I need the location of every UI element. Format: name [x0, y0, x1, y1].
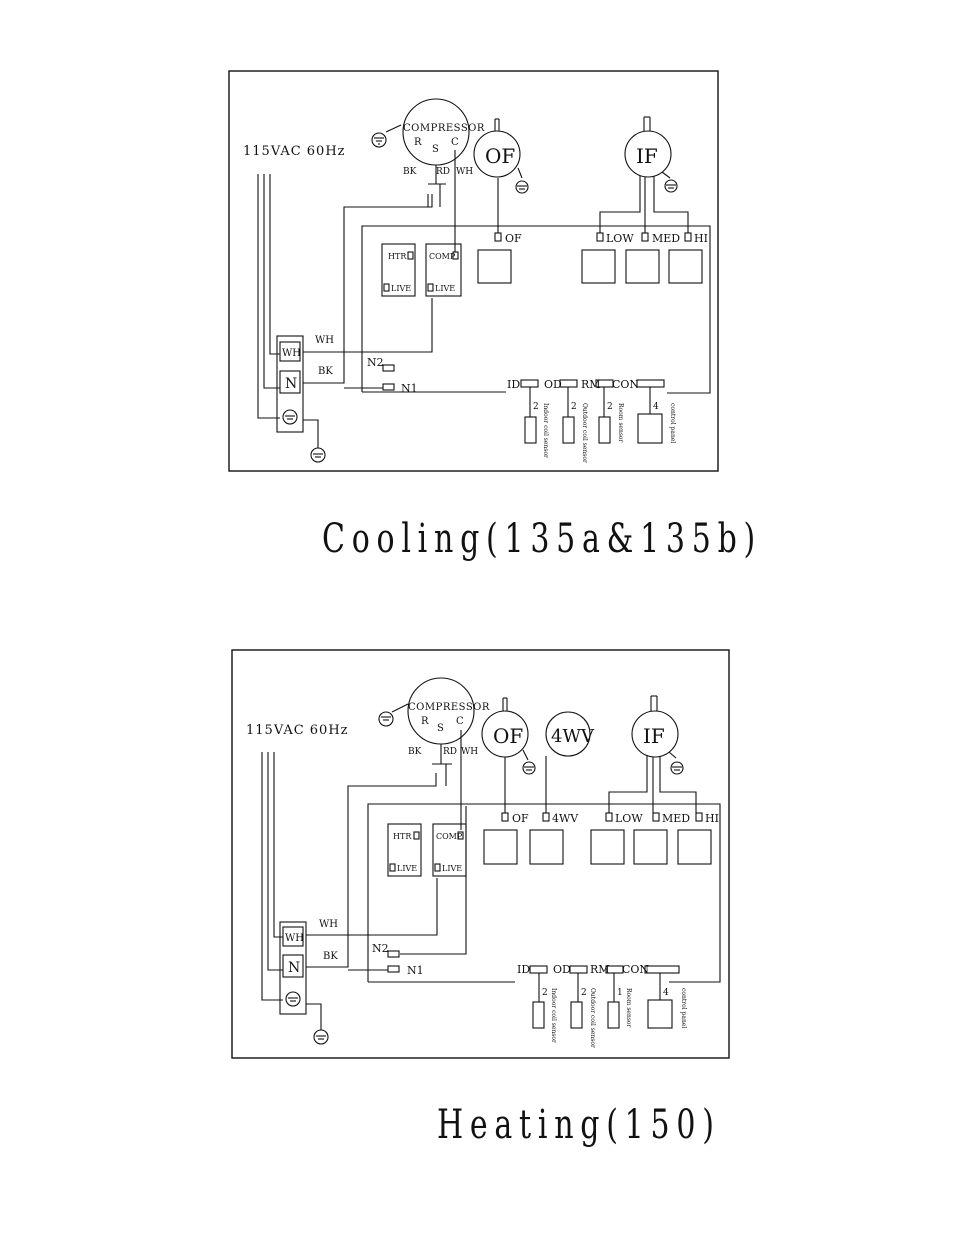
cooling-sensor-outdoor: Outdoor coil sensor: [581, 403, 588, 463]
heating-valve-label: 4WV: [551, 726, 595, 747]
cooling-terminal-block: [276, 335, 304, 433]
heating-sensor-room: Room sensor: [625, 988, 632, 1028]
heating-id-label: ID: [517, 963, 530, 976]
cooling-pin-2a: 2: [533, 402, 539, 412]
heating-pin-2a: 2: [542, 988, 548, 998]
cooling-of-terminal: OF: [505, 232, 522, 245]
cooling-wire-rd: RD: [436, 167, 450, 177]
cooling-supply-label: 115VAC 60Hz: [243, 144, 346, 159]
heating-wv-terminal: 4WV: [552, 812, 579, 825]
cooling-sensor-indoor: Indoor coil sensor: [542, 403, 549, 458]
heating-bk-label: BK: [323, 951, 338, 962]
cooling-terminal-r: R: [414, 137, 422, 148]
cooling-low-label: LOW: [606, 232, 634, 245]
heating-n1-label: N1: [407, 964, 424, 977]
heating-diagram: 115VAC 60Hz COMPRESSOR R S C BK RD WH OF…: [231, 649, 730, 1059]
heating-od-label: OD: [553, 963, 571, 976]
heating-htr-label: HTR: [393, 832, 412, 841]
ground-icon: [313, 1029, 329, 1045]
heating-control-panel: control panel: [680, 988, 687, 1028]
cooling-od-label: OD: [544, 378, 562, 391]
cooling-outdoor-fan-circle: [473, 130, 521, 178]
heating-live2-label: LIVE: [442, 864, 462, 873]
cooling-id-label: ID: [507, 378, 520, 391]
heating-caption: Heating(150): [437, 1102, 721, 1148]
cooling-con-label: CON: [612, 378, 639, 391]
cooling-wire-bk: BK: [403, 167, 417, 177]
cooling-diagram: 115VAC 60Hz COMPRESSOR R S C BK RD WH OF…: [228, 70, 719, 472]
cooling-compressor-label: COMPRESSOR: [403, 123, 485, 134]
heating-live1-label: LIVE: [397, 864, 417, 873]
ground-icon: [515, 167, 529, 194]
cooling-comp-label: COMP: [429, 252, 456, 261]
cooling-pin-2c: 2: [607, 402, 613, 412]
heating-sensor-indoor: Indoor coil sensor: [550, 988, 557, 1043]
ground-icon: [522, 749, 536, 775]
heating-med-label: MED: [662, 812, 690, 825]
heating-pin-4: 4: [663, 988, 669, 998]
cooling-live1-label: LIVE: [391, 284, 411, 293]
cooling-htr-label: HTR: [388, 252, 407, 261]
cooling-live2-label: LIVE: [435, 284, 455, 293]
cooling-n2-label: N2: [367, 356, 384, 369]
ground-icon: [310, 447, 326, 463]
cooling-indoor-fan-circle: [624, 130, 672, 178]
heating-comp-label: COMP: [436, 832, 463, 841]
heating-con-label: CON: [622, 963, 649, 976]
heating-outdoor-fan-label: OF: [493, 724, 523, 748]
cooling-bk-label: BK: [318, 366, 333, 377]
cooling-terminal-c: C: [451, 137, 459, 148]
cooling-wire-wh: WH: [456, 167, 473, 177]
heating-valve-circle: [545, 711, 591, 757]
cooling-n1-label: N1: [401, 382, 418, 395]
heating-wire-bk: BK: [408, 747, 422, 757]
heating-pin-2b: 2: [581, 988, 587, 998]
heating-tb-n: N: [288, 960, 300, 976]
ground-icon: [378, 703, 409, 727]
cooling-pin-2b: 2: [571, 402, 577, 412]
heating-of-terminal: OF: [512, 812, 529, 825]
heating-indoor-fan-label: IF: [643, 724, 665, 748]
heating-sensor-outdoor: Outdoor coil sensor: [589, 988, 596, 1048]
cooling-pin-4: 4: [653, 402, 659, 412]
cooling-control-panel: control panel: [669, 403, 676, 443]
heating-hi-label: HI: [705, 812, 719, 825]
heating-wire-wh: WH: [461, 747, 478, 757]
heating-wh-label: WH: [319, 919, 338, 930]
cooling-indoor-fan-label: IF: [636, 144, 658, 168]
cooling-tb-n: N: [285, 376, 297, 392]
cooling-wh-label: WH: [315, 335, 334, 346]
cooling-caption: Cooling(135a&135b): [322, 516, 763, 562]
heating-n2-label: N2: [372, 942, 389, 955]
cooling-hi-label: HI: [694, 232, 708, 245]
heating-compressor-label: COMPRESSOR: [408, 702, 490, 713]
heating-terminal-s: S: [437, 723, 444, 734]
heating-wire-rd: RD: [443, 747, 457, 757]
cooling-terminal-s: S: [432, 144, 439, 155]
heating-terminal-c: C: [456, 716, 464, 727]
heating-indoor-fan-circle: [631, 710, 679, 758]
heating-frame: [231, 649, 730, 1059]
heating-tb-wh: WH: [285, 933, 304, 944]
cooling-outdoor-fan-label: OF: [485, 144, 515, 168]
ground-icon: [285, 991, 301, 1007]
heating-pin-1: 1: [617, 988, 623, 998]
ground-icon: [371, 124, 402, 148]
heating-low-label: LOW: [615, 812, 643, 825]
cooling-frame: [228, 70, 719, 472]
cooling-tb-wh: WH: [282, 348, 301, 359]
cooling-sensor-room: Room sensor: [617, 403, 624, 443]
ground-icon: [661, 171, 678, 193]
heating-terminal-r: R: [421, 716, 429, 727]
heating-terminal-block: [279, 921, 307, 1015]
heating-supply-label: 115VAC 60Hz: [246, 723, 349, 738]
ground-icon: [282, 409, 298, 425]
heating-rm-label: RM: [590, 963, 610, 976]
cooling-med-label: MED: [652, 232, 680, 245]
ground-icon: [668, 751, 684, 775]
